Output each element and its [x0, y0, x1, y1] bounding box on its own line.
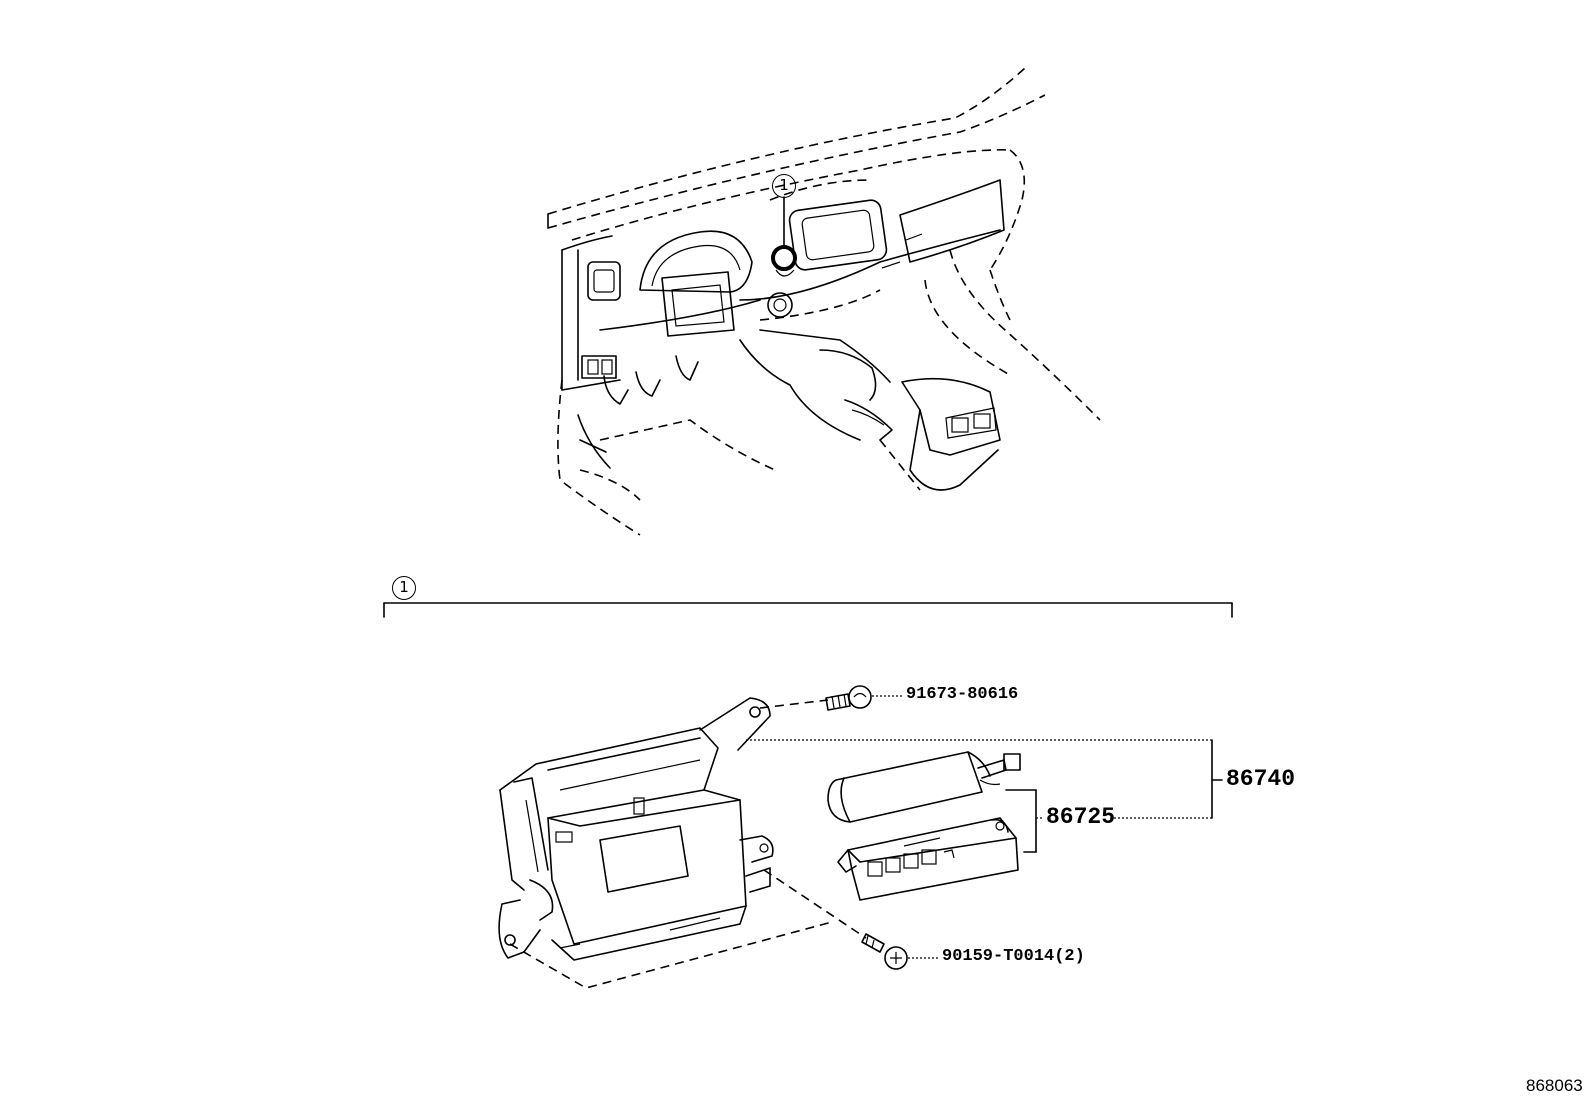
part-number-module[interactable]: 86725: [1046, 804, 1116, 830]
assembly-dashed-lines: [509, 699, 867, 989]
screw-icon: [861, 933, 908, 970]
section-bracket: [383, 602, 1233, 618]
part-number-assembly[interactable]: 86740: [1226, 766, 1296, 792]
section-callout: 1: [392, 576, 416, 600]
part-number-screws[interactable]: 90159-T0014(2): [942, 947, 1085, 966]
ecu-bracket-assembly: [498, 697, 774, 961]
bolt-icon: [825, 685, 872, 711]
location-callout: 1: [772, 174, 796, 198]
module-box-icon: [837, 817, 1019, 901]
module-antenna-icon: [827, 751, 1021, 823]
dashboard-illustration: [547, 67, 1101, 536]
part-number-bolt[interactable]: 91673-80616: [906, 685, 1019, 704]
figure-number: 868063: [1526, 1076, 1583, 1095]
assembly-leaders: [746, 739, 1223, 853]
